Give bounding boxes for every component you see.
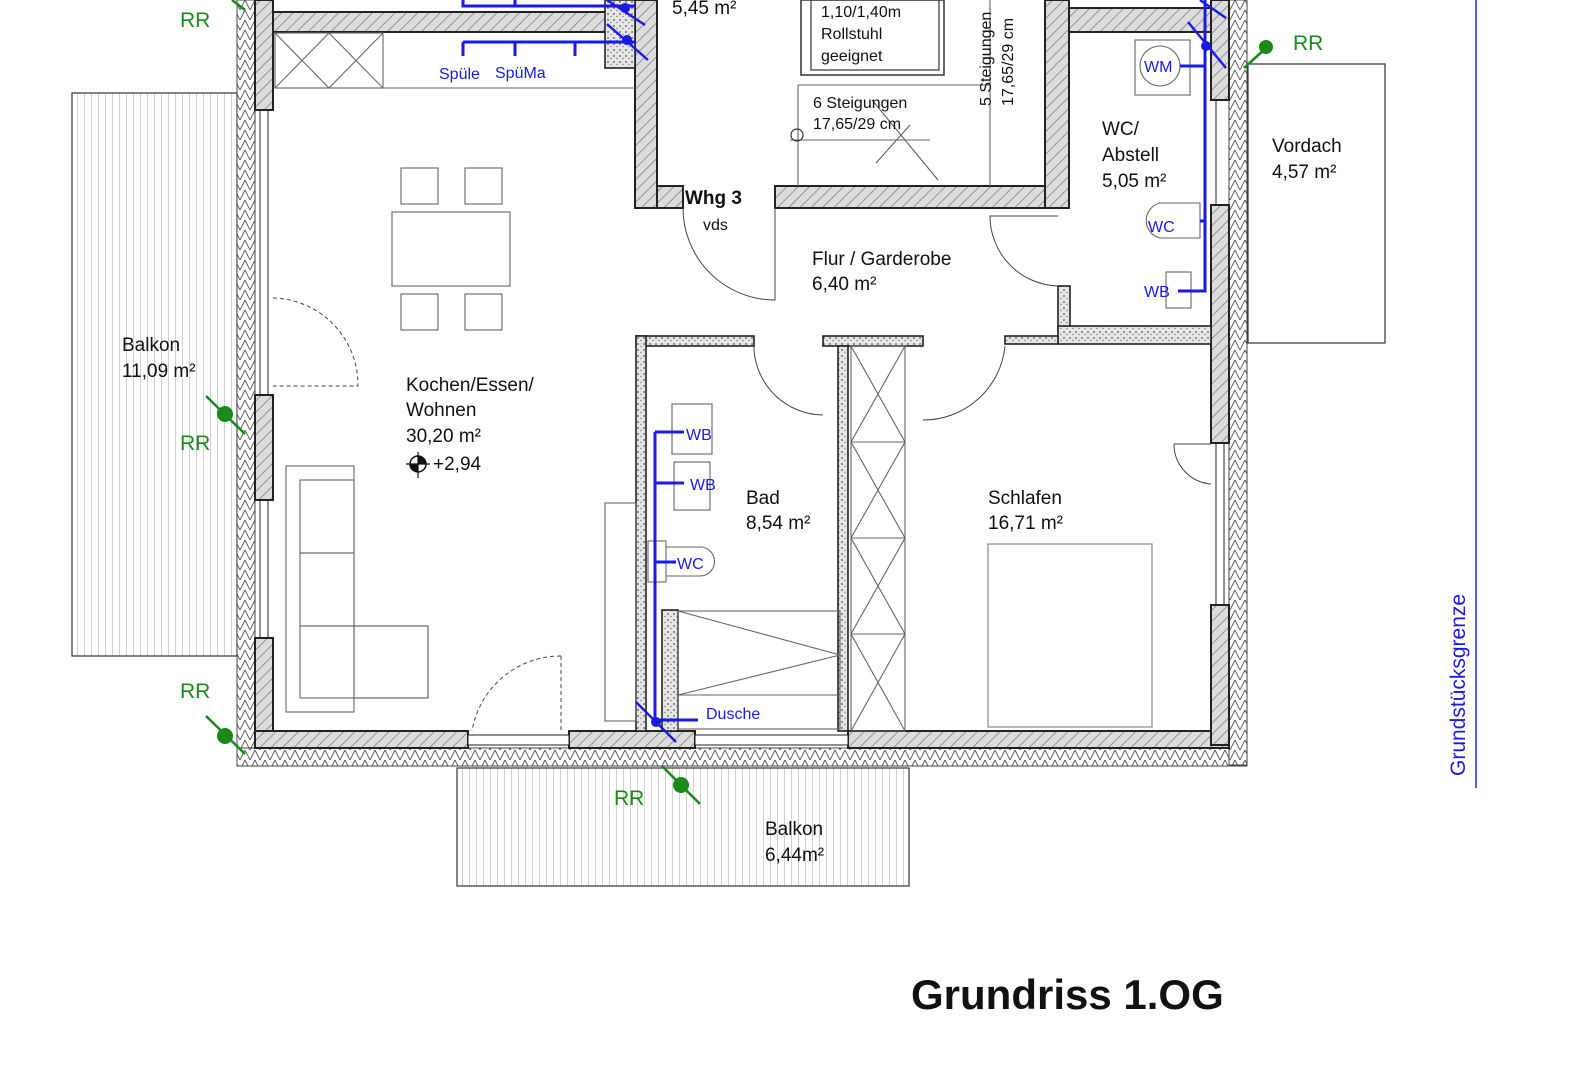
spuema-label: SpüMa [495,65,546,82]
interior-walls [272,0,1212,732]
wm-label: WM [1144,59,1172,76]
top-room-area: 5,45 m² [672,0,736,19]
exterior-walls [254,0,1230,749]
vordach-area: 4,57 m² [1272,162,1336,183]
flur-name: Flur / Garderobe [812,249,951,270]
kitchen-counter [274,32,635,89]
boundary-label: Grundstücksgrenze [1447,594,1470,776]
schlafen-area: 16,71 m² [988,513,1063,534]
wb-label-1: WB [686,427,712,444]
flur-area: 6,40 m² [812,274,876,295]
wb-label-top: WB [1144,284,1170,301]
plumbing-arrows [606,0,1227,743]
rr-label-2: RR [180,432,210,455]
rr-label-5: RR [1293,32,1323,55]
schlafen-name: Schlafen [988,488,1062,509]
elevator-line3: geeignet [821,48,883,65]
fixture-labels: Spüle SpüMa WM WC WB WB WB WC Dusche [439,59,1175,723]
rr-label-3: RR [180,680,210,703]
bad-area: 8,54 m² [746,513,810,534]
apartment-label: Whg 3 [685,188,742,209]
rr-label-4: RR [614,787,644,810]
wc-area: 5,05 m² [1102,171,1166,192]
insulation [236,0,1248,767]
balcony-west [71,92,238,657]
ventilation-markers [205,0,1273,805]
balkon-west-name: Balkon [122,335,180,356]
apartment-sublabel: vds [703,217,728,234]
bed [987,543,1153,728]
elevator-line2: Rollstuhl [821,26,882,43]
wb-label-2: WB [690,477,716,494]
staircase [790,0,991,186]
balkon-south-name: Balkon [765,819,823,840]
canopy-vordach [1247,63,1386,344]
level-marker-icon [406,452,430,478]
stair-flight1-line1: 6 Steigungen [813,95,907,112]
elevator-line1: 1,10/1,40m [821,4,901,21]
kochen-name2: Wohnen [406,400,476,421]
wc-name2: Abstell [1102,145,1159,166]
bad-name: Bad [746,488,780,509]
spuele-label: Spüle [439,66,480,83]
wc-label-bath: WC [677,556,704,573]
sofa [285,465,637,722]
labels: 5,45 m² 1,10/1,40m Rollstuhl geeignet 6 … [122,0,1342,866]
doors [272,207,1212,732]
rr-label-1: RR [180,9,210,32]
stair-flight2-line1: 5 Steigungen [978,12,995,106]
bath-fixtures [647,403,843,730]
dusche-label: Dusche [706,706,760,723]
vordach-name: Vordach [1272,136,1342,157]
wardrobe [850,345,906,732]
kochen-area: 30,20 m² [406,426,481,447]
wc-name1: WC/ [1102,119,1140,140]
stair-flight2-line2: 17,65/29 cm [1000,18,1017,106]
wc-label-top: WC [1148,219,1175,236]
balkon-west-area: 11,09 m² [122,361,196,382]
rr-labels: RR RR RR RR RR [180,9,1323,810]
balkon-south-area: 6,44m² [765,845,824,866]
kochen-name1: Kochen/Essen/ [406,375,535,396]
drawing-title: Grundriss 1.OG [911,971,1224,1018]
dining-table [391,167,511,331]
stair-flight1-line2: 17,65/29 cm [813,116,901,133]
kochen-level: +2,94 [433,454,482,475]
